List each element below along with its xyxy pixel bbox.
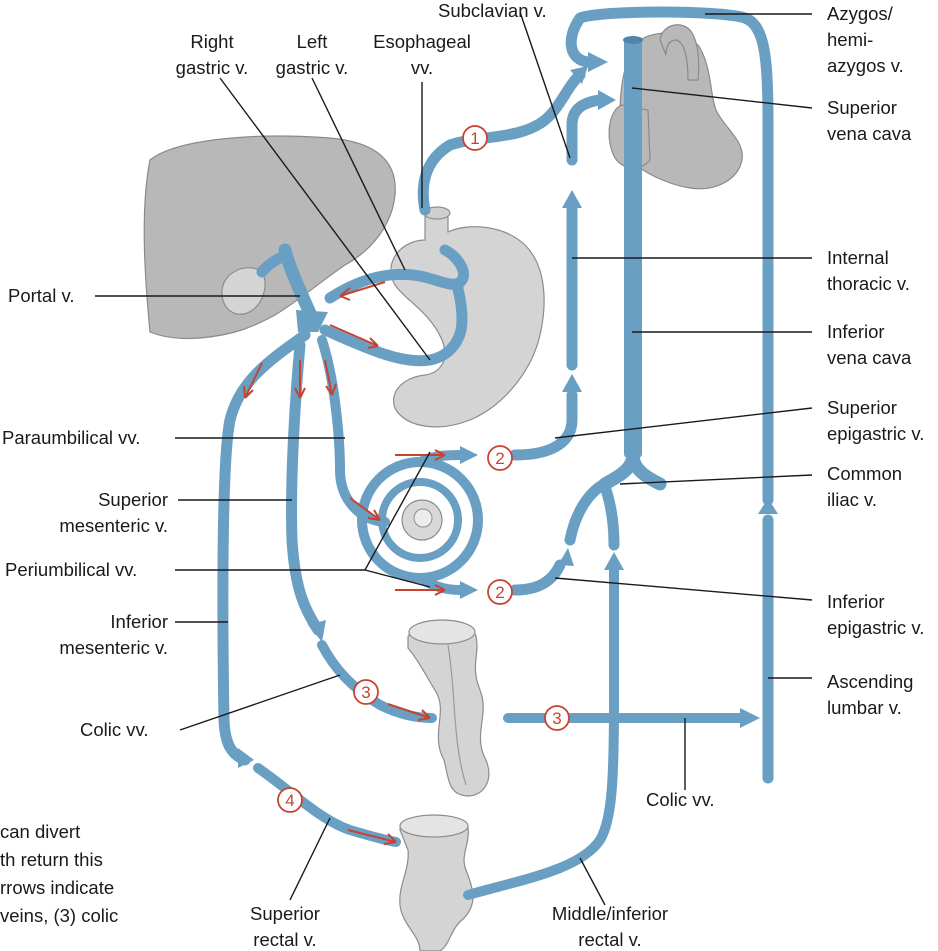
label-ivc-1: Inferior	[827, 321, 885, 342]
inferior-mesenteric-arrow	[238, 748, 254, 768]
periumbilical-top-arrow	[460, 446, 478, 464]
label-inf-epigastric-2: epigastric v.	[827, 617, 924, 638]
badge-3-right: 3	[544, 705, 570, 731]
label-sup-rectal-1: Superior	[250, 903, 320, 924]
label-left-gastric-1: Left	[297, 31, 328, 52]
badge-1: 1	[462, 125, 488, 151]
inferior-epigastric-vein	[509, 559, 566, 596]
internal-thoracic-arrow	[598, 90, 616, 110]
svg-text:2: 2	[495, 449, 504, 468]
label-inf-mesenteric-1: Inferior	[110, 611, 168, 632]
inferior-mesenteric-vein	[217, 329, 311, 766]
label-periumbilical: Periumbilical vv.	[5, 559, 137, 580]
label-ivc-2: vena cava	[827, 347, 912, 368]
label-right-gastric-1: Right	[190, 31, 233, 52]
ascending-lumbar-arrow	[758, 498, 778, 514]
svg-text:3: 3	[552, 709, 561, 728]
esophageal-arrow	[570, 66, 588, 84]
label-svc-1: Superior	[827, 97, 897, 118]
label-left-gastric-2: gastric v.	[276, 57, 349, 78]
superior-mesenteric-arrow	[308, 620, 326, 642]
leader-lines	[95, 11, 813, 906]
colon	[407, 623, 490, 797]
vena-cava-trunk	[624, 38, 642, 458]
svg-text:2: 2	[495, 583, 504, 602]
label-right-gastric-2: gastric v.	[176, 57, 249, 78]
label-sup-epigastric-2: epigastric v.	[827, 423, 924, 444]
label-svc-2: vena cava	[827, 123, 912, 144]
colon-fold-lines	[447, 644, 467, 786]
badge-2-lower: 2	[487, 579, 513, 605]
superior-epigastric-arrow	[562, 374, 582, 392]
middle-inferior-rectal-arrow	[604, 552, 624, 570]
aortic-arch	[659, 24, 700, 81]
label-sup-epigastric-1: Superior	[827, 397, 897, 418]
label-colic-right: Colic vv.	[646, 789, 715, 810]
label-sup-rectal-2: rectal v.	[253, 929, 316, 950]
caption-fragment: can divert th return this rrows indicate…	[0, 821, 118, 926]
svg-text:4: 4	[285, 791, 294, 810]
label-inf-epigastric-1: Inferior	[827, 591, 885, 612]
label-mid-inf-rectal-2: rectal v.	[578, 929, 641, 950]
label-esophageal-1: Esophageal	[373, 31, 471, 52]
label-internal-thoracic-2: thoracic v.	[827, 273, 910, 294]
badge-4: 4	[277, 787, 303, 813]
liver	[143, 135, 396, 340]
colon-opening	[408, 619, 476, 645]
colic-veins-left	[317, 640, 437, 723]
svg-text:3: 3	[361, 683, 370, 702]
esophageal-veins	[417, 69, 586, 216]
label-ascending-lumbar-1: Ascending	[827, 671, 913, 692]
label-subclavian: Subclavian v.	[438, 0, 547, 21]
svg-text:1: 1	[470, 129, 479, 148]
badge-2-upper: 2	[487, 445, 513, 471]
rectum-opening	[399, 814, 469, 838]
label-internal-thoracic-1: Internal	[827, 247, 889, 268]
portal-vein-branch	[256, 249, 292, 278]
caption-line-4: veins, (3) colic	[0, 905, 118, 926]
label-inf-mesenteric-2: mesenteric v.	[59, 637, 168, 658]
red-flow-arrows	[243, 281, 446, 845]
colic-veins-right-arrow	[740, 708, 760, 728]
label-mid-inf-rectal-1: Middle/inferior	[552, 903, 668, 924]
label-ascending-lumbar-2: lumbar v.	[827, 697, 902, 718]
label-azygos-1: Azygos/	[827, 3, 894, 24]
label-paraumbilical: Paraumbilical vv.	[2, 427, 140, 448]
common-iliac-vein	[598, 448, 667, 491]
azygos-vein	[565, 6, 774, 506]
right-gastric-vein	[319, 282, 468, 367]
label-sup-mesenteric-1: Superior	[98, 489, 168, 510]
label-sup-mesenteric-2: mesenteric v.	[59, 515, 168, 536]
umbilicus-center	[413, 508, 433, 528]
internal-thoracic-arrow-2	[562, 190, 582, 208]
middle-inferior-rectal-vein	[463, 565, 619, 900]
portal-confluence	[296, 310, 328, 332]
label-common-iliac-2: iliac v.	[827, 489, 877, 510]
superior-epigastric-vein	[509, 389, 578, 461]
label-portal: Portal v.	[8, 285, 74, 306]
caption-line-1: can divert	[0, 821, 80, 842]
label-common-iliac-1: Common	[827, 463, 902, 484]
left-gastric-vein	[324, 244, 469, 304]
svc-top	[623, 36, 643, 44]
label-esophageal-2: vv.	[411, 57, 433, 78]
inferior-epigastric-arrow	[558, 548, 574, 566]
label-azygos-3: azygos v.	[827, 55, 904, 76]
common-iliac-branches	[564, 478, 620, 551]
caption-line-3: rrows indicate	[0, 877, 114, 898]
internal-thoracic-vein	[566, 94, 606, 166]
azygos-arrow	[588, 52, 608, 72]
stomach	[390, 209, 545, 428]
caption-line-2: th return this	[0, 849, 103, 870]
paraumbilical-veins	[317, 335, 390, 527]
label-colic-left: Colic vv.	[80, 719, 149, 740]
periumbilical-bottom-arrow	[460, 581, 478, 599]
badge-3-left: 3	[353, 679, 379, 705]
periumbilical-ring-inner	[378, 478, 462, 562]
label-azygos-2: hemi-	[827, 29, 873, 50]
